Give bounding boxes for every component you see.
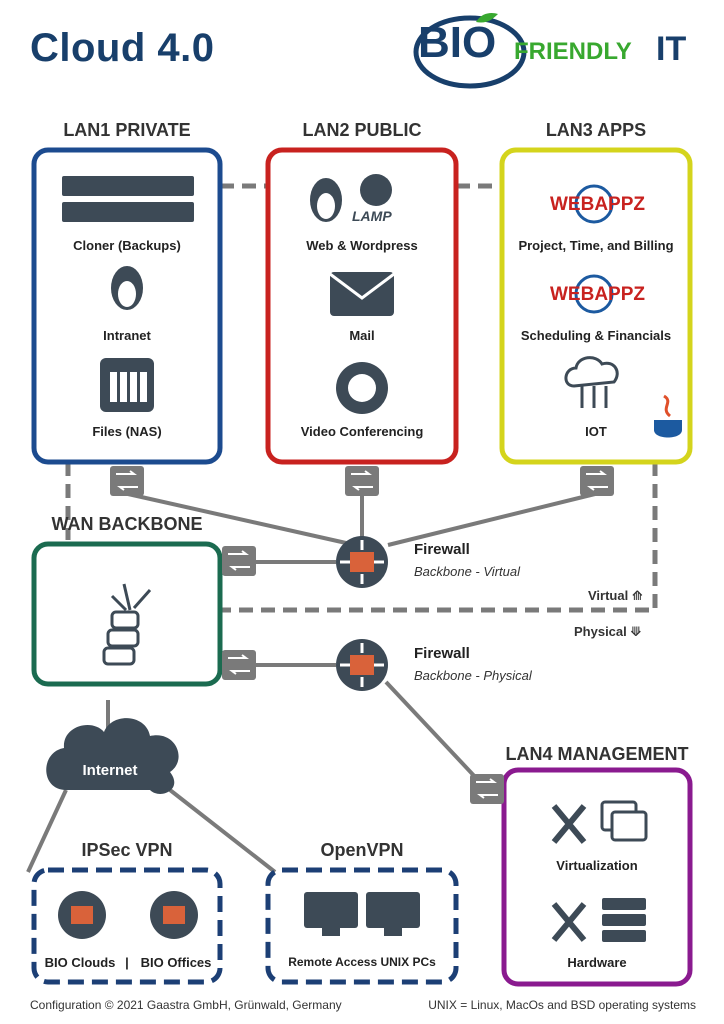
physical-label: Physical ⟱ [574,624,642,639]
lan4-item-hardware: Hardware [567,955,627,970]
lan3-item-scheduling: Scheduling & Financials [520,328,672,343]
switches [110,466,614,804]
lan2-item-web: Web & Wordpress [306,238,418,253]
dash-lan3-wan [222,462,658,613]
lan3-item-iot: IOT [585,424,607,439]
backbone-spine-icon [102,583,152,666]
switch-icon [222,546,256,576]
footer-left: Configuration © 2021 Gaastra GmbH, Grünw… [30,998,342,1012]
windows-stack-icon [600,800,648,842]
switch-icon [470,774,504,804]
webappz-logo-icon [574,184,614,224]
webappz-logo-icon [574,274,614,314]
linux-penguin-icon [310,178,342,222]
mail-icon [329,272,395,316]
logo-swoosh [413,12,527,89]
link-internet-openvpn [168,788,277,874]
lan3-box [499,147,693,465]
firewall-physical-title: Firewall [414,645,470,662]
tools-icon [551,804,587,844]
ipsec-separator: | [125,955,129,970]
webappz-text: WEBAPPZ [550,194,645,215]
firewall-ipsec-offices-icon [150,891,198,939]
logo-friendly-text: FRIENDLY [514,38,632,65]
ipsec-item-offices: BIO Offices [140,955,212,970]
footer-right: UNIX = Linux, MacOs and BSD operating sy… [428,998,696,1012]
virtual-label: Virtual ⟰ [588,588,643,603]
virtual-links [65,183,658,613]
linux-monitor-icon [366,892,420,936]
switch-icon [345,466,379,496]
link-internet-ipsec [26,789,68,873]
lan1-box [31,147,223,465]
lan3-icons [564,184,682,438]
lan1-item-intranet: Intranet [103,328,151,343]
firewall-virtual-title: Firewall [414,541,470,558]
vpn-links [26,788,277,874]
java-icon [654,394,682,438]
ipsec-heading: IPSec VPN [81,840,173,860]
link-lan1-firewall [127,492,356,547]
lan1-item-cloner: Cloner (Backups) [73,238,181,253]
lan1-heading: LAN1 PRIVATE [63,120,191,140]
mac-monitor-icon [304,892,358,936]
lan3-heading: LAN3 APPS [545,120,647,140]
firewall-virtual-subtitle: Backbone - Virtual [414,564,520,579]
linux-penguin-icon [111,266,143,310]
ipsec-box [31,867,223,985]
iot-cloud-icon [564,356,619,408]
lan1-icons [62,176,194,412]
page-title: Cloud 4.0 [30,26,215,70]
tools-icon [551,902,587,942]
wan-heading: WAN BACKBONE [51,514,203,534]
internet-label: Internet [82,762,138,779]
lan2-item-mail: Mail [349,328,375,343]
switch-icon [580,466,614,496]
wan-box [31,541,223,687]
lan2-heading: LAN2 PUBLIC [302,120,422,140]
firewall-ipsec-clouds-icon [58,891,106,939]
lan4-heading: LAN4 MANAGEMENT [505,744,689,764]
link-fw-lan4 [384,680,480,782]
lan2-icons [310,174,395,414]
lan4-box [501,767,693,987]
openvpn-box [265,867,459,985]
switch-icon [222,650,256,680]
lan3-item-project: Project, Time, and Billing [518,238,674,253]
internet-cloud-icon [46,718,179,794]
link-lan3-firewall [387,492,596,547]
video-chat-icon [336,362,388,414]
logo-it-text: IT [656,30,687,68]
lan2-item-video: Video Conferencing [300,424,424,439]
lan2-box [265,147,459,465]
firewall-virtual-icon [336,536,388,588]
lamp-text: LAMP [352,208,392,224]
openvpn-heading: OpenVPN [320,840,404,860]
lan4-item-virtualization: Virtualization [556,858,638,873]
ipsec-item-clouds: BIO Clouds [44,955,116,970]
lan1-item-files: Files (NAS) [92,424,162,439]
wordpress-icon [360,174,392,206]
lan4-icons [551,800,648,942]
firewall-physical-icon [336,639,388,691]
openvpn-icons [304,892,420,936]
openvpn-item-remote: Remote Access UNIX PCs [288,955,436,969]
logo-bio-text: BIO [418,18,497,67]
computers-grid-icon [62,176,194,222]
server-rack-icon [602,898,646,942]
network-links [106,492,596,782]
switch-icon [110,466,144,496]
firewall-physical-subtitle: Backbone - Physical [414,668,532,683]
webappz-text: WEBAPPZ [550,284,645,305]
nas-icon [100,358,154,412]
